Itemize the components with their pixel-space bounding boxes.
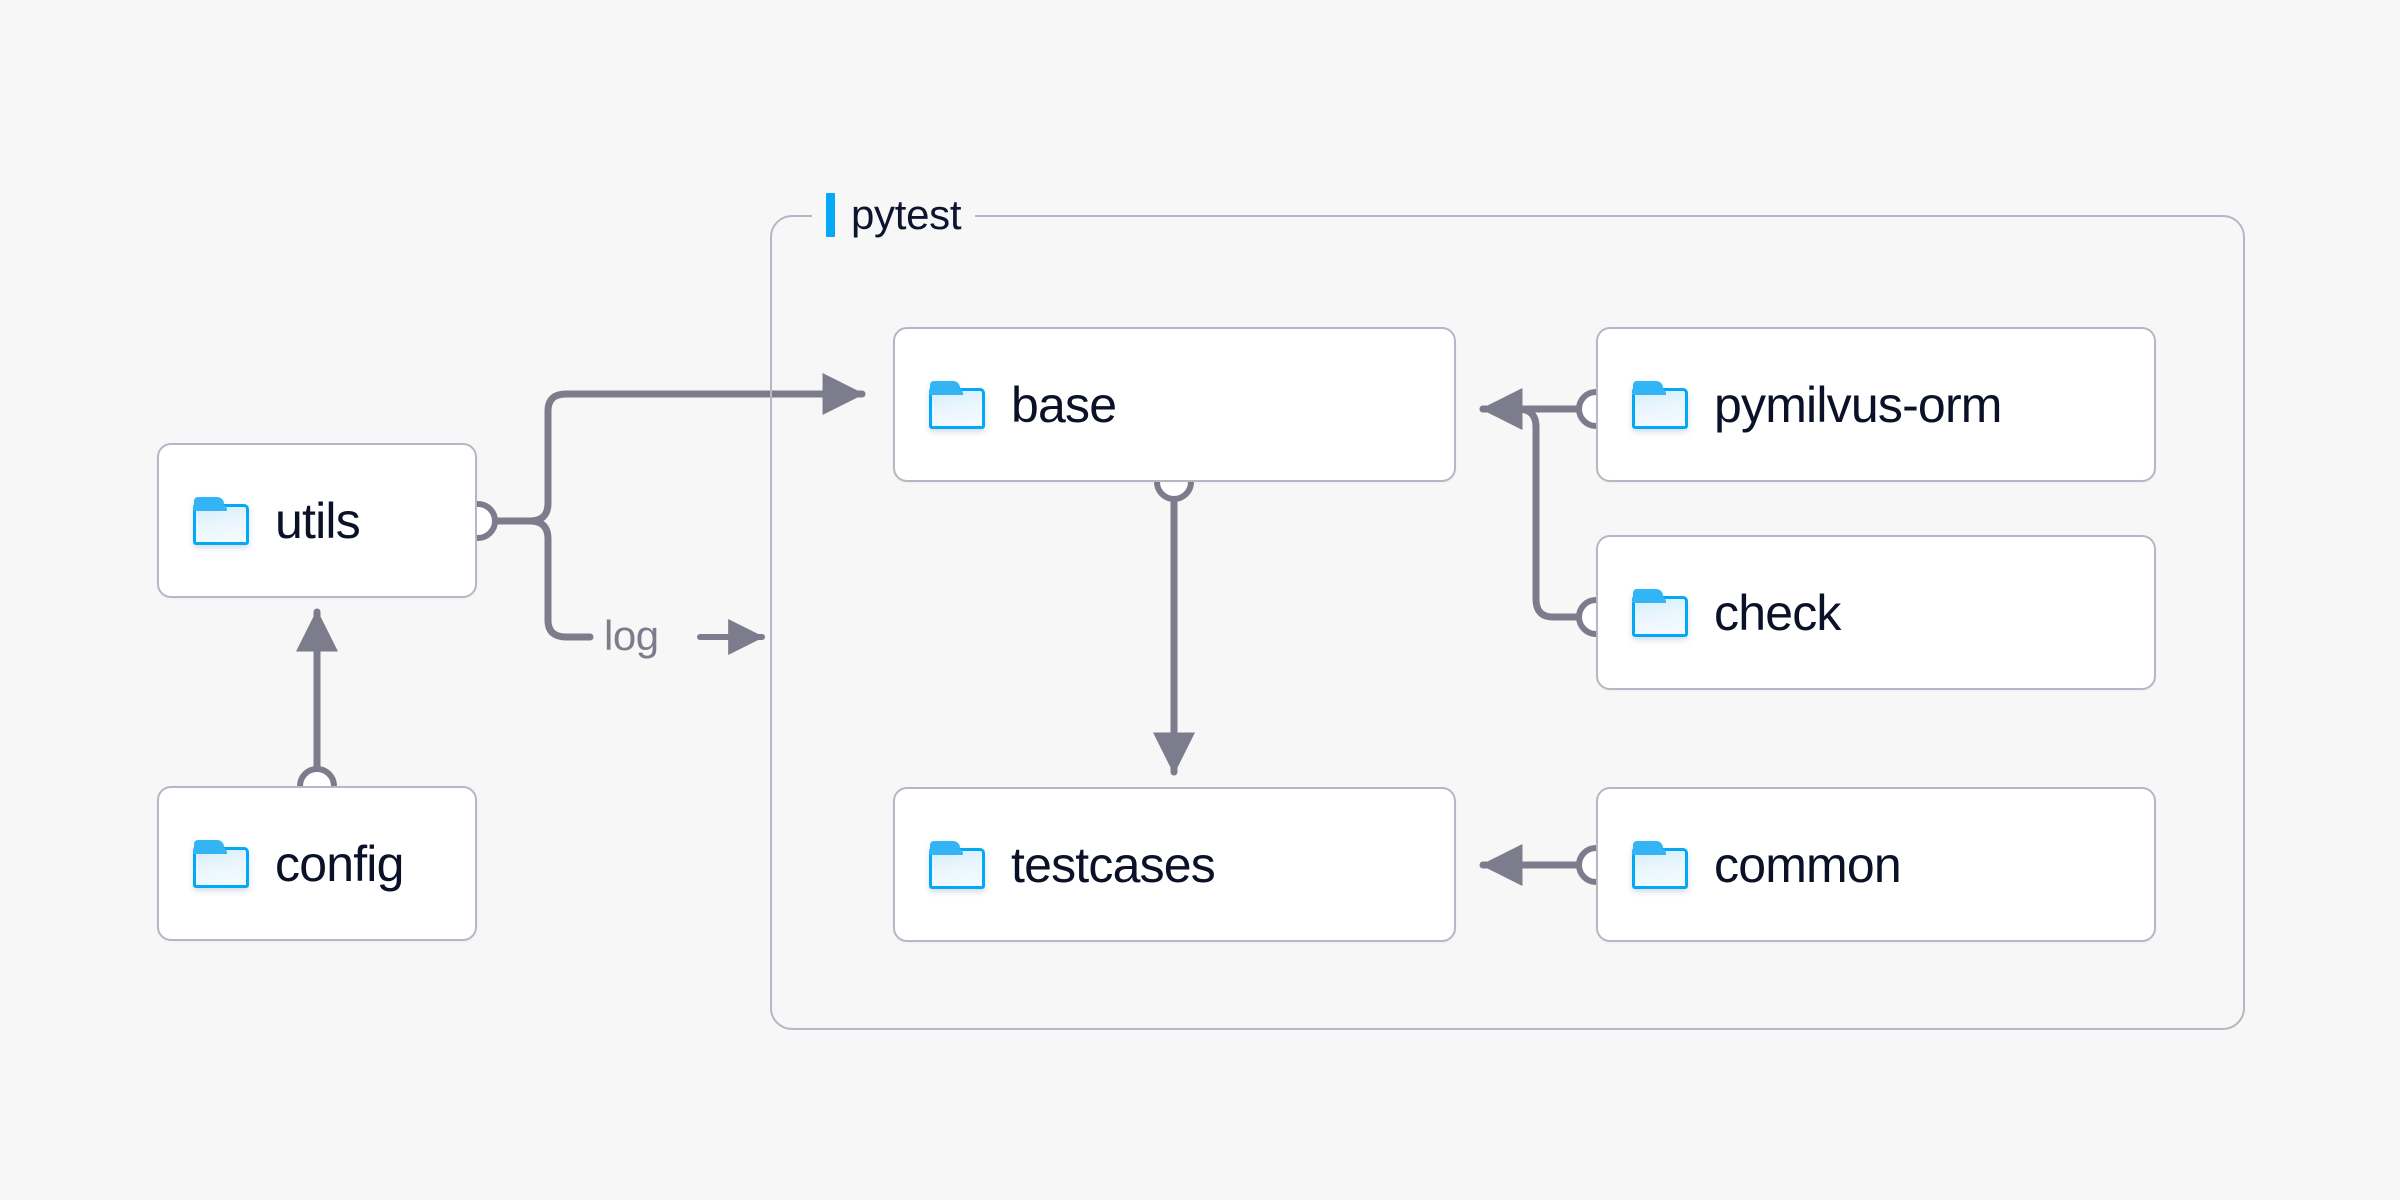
node-config[interactable]: config: [157, 786, 477, 941]
node-base[interactable]: base: [893, 327, 1456, 482]
node-check-label: check: [1714, 584, 1841, 641]
folder-icon: [929, 380, 985, 429]
folder-icon: [193, 839, 249, 888]
folder-icon: [1632, 380, 1688, 429]
node-utils-label: utils: [275, 492, 361, 549]
node-config-label: config: [275, 835, 404, 892]
node-base-label: base: [1011, 376, 1117, 433]
node-utils[interactable]: utils: [157, 443, 477, 598]
group-pytest-label-text: pytest: [851, 191, 962, 238]
group-pytest-label: pytest: [812, 188, 976, 242]
folder-icon: [929, 840, 985, 889]
edge-label-log: log: [604, 612, 659, 659]
node-common[interactable]: common: [1596, 787, 2156, 942]
node-testcases-label: testcases: [1011, 836, 1216, 893]
folder-icon: [1632, 588, 1688, 637]
node-common-label: common: [1714, 836, 1902, 893]
node-pymilvus-orm-label: pymilvus-orm: [1714, 376, 2002, 433]
node-testcases[interactable]: testcases: [893, 787, 1456, 942]
group-pytest[interactable]: [770, 215, 2245, 1030]
node-pymilvus-orm[interactable]: pymilvus-orm: [1596, 327, 2156, 482]
node-check[interactable]: check: [1596, 535, 2156, 690]
accent-bar-icon: [826, 193, 835, 237]
folder-icon: [1632, 840, 1688, 889]
folder-icon: [193, 496, 249, 545]
